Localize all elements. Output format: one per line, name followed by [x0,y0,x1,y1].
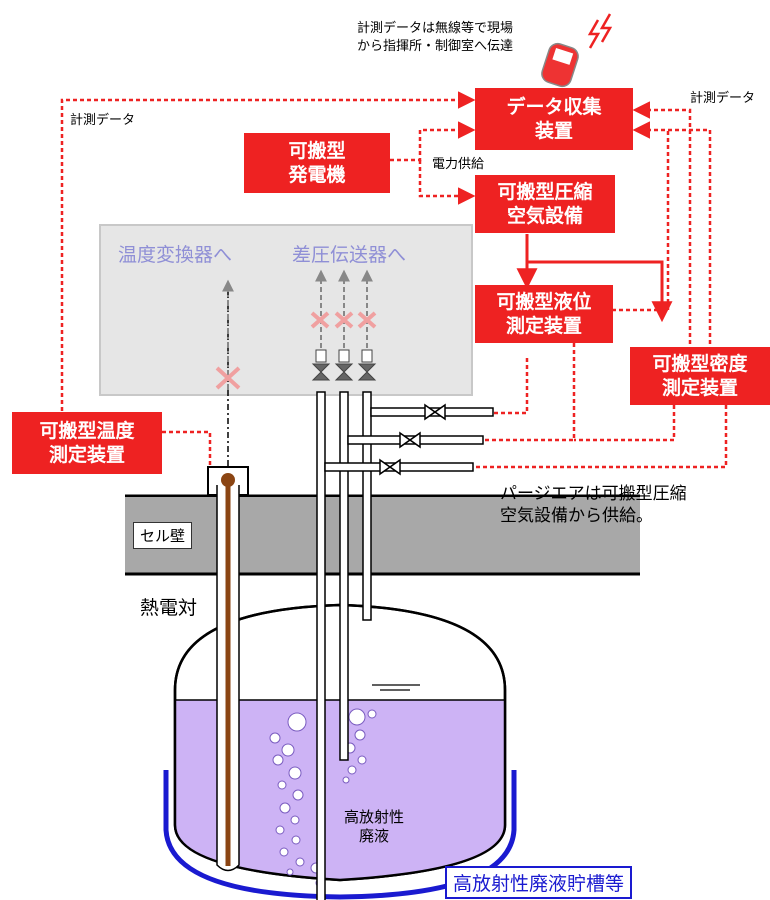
data-collection-line2: 装置 [534,120,573,142]
left-data-label: 計測データ [70,113,136,128]
liquid-label: 高放射性 廃液 [334,808,414,846]
compressor-line2: 空気設備 [506,205,583,227]
liquid-label-line2: 廃液 [358,827,389,845]
level-meter-line1: 可搬型液位 [496,291,592,313]
purge-note-line1: パージエアは可搬型圧縮 [500,484,687,504]
cell-wall-label: セル壁 [133,522,193,549]
purge-note: パージエアは可搬型圧縮 空気設備から供給。 [500,483,687,527]
to-dp-transmitter-label: 差圧伝送器へ [292,244,407,266]
generator-line2: 発電機 [288,164,346,186]
density-meter-box: 可搬型密度 測定装置 [630,347,770,405]
bubbles [269,708,377,888]
level-meter-box: 可搬型液位 測定装置 [475,285,613,343]
dp-connections [310,269,377,381]
data-collection-box: データ収集 装置 [475,88,633,150]
purge-note-line2: 空気設備から供給。 [500,506,653,526]
temp-meter-line2: 測定装置 [48,444,125,466]
level-meter-line2: 測定装置 [505,315,582,337]
to-temp-converter-label: 温度変換器へ [118,244,233,266]
top-note: 計測データは無線等で現場 から指揮所・制御室へ伝達 [357,20,513,56]
data-links [60,91,728,469]
temp-meter-box: 可搬型温度 測定装置 [12,412,162,474]
radio-device-icon [541,13,613,88]
cell-wall [125,497,640,573]
density-meter-line2: 測定装置 [661,377,738,399]
thermocouple [207,279,249,872]
data-collection-line1: データ収集 [506,96,602,118]
valves [379,403,446,476]
air-supply-lines [516,234,673,323]
generator-box: 可搬型 発電機 [244,133,390,193]
compressor-line1: 可搬型圧縮 [497,181,593,203]
instrument-panel [99,224,473,396]
power-label: 電力供給 [432,157,485,172]
generator-line1: 可搬型 [288,140,346,162]
compressor-box: 可搬型圧縮 空気設備 [475,175,615,233]
thermocouple-label: 熱電対 [140,597,198,619]
temp-meter-line1: 可搬型温度 [39,420,135,442]
density-meter-line1: 可搬型密度 [652,353,748,375]
dip-tubes [316,391,372,900]
right-data-label: 計測データ [690,91,756,106]
top-note-line1: 計測データは無線等で現場 [357,21,514,36]
top-note-line2: から指揮所・制御室へ伝達 [357,39,514,54]
tank-caption: 高放射性廃液貯槽等 [445,866,633,899]
tank [163,603,517,900]
liquid-label-line1: 高放射性 [343,808,404,826]
